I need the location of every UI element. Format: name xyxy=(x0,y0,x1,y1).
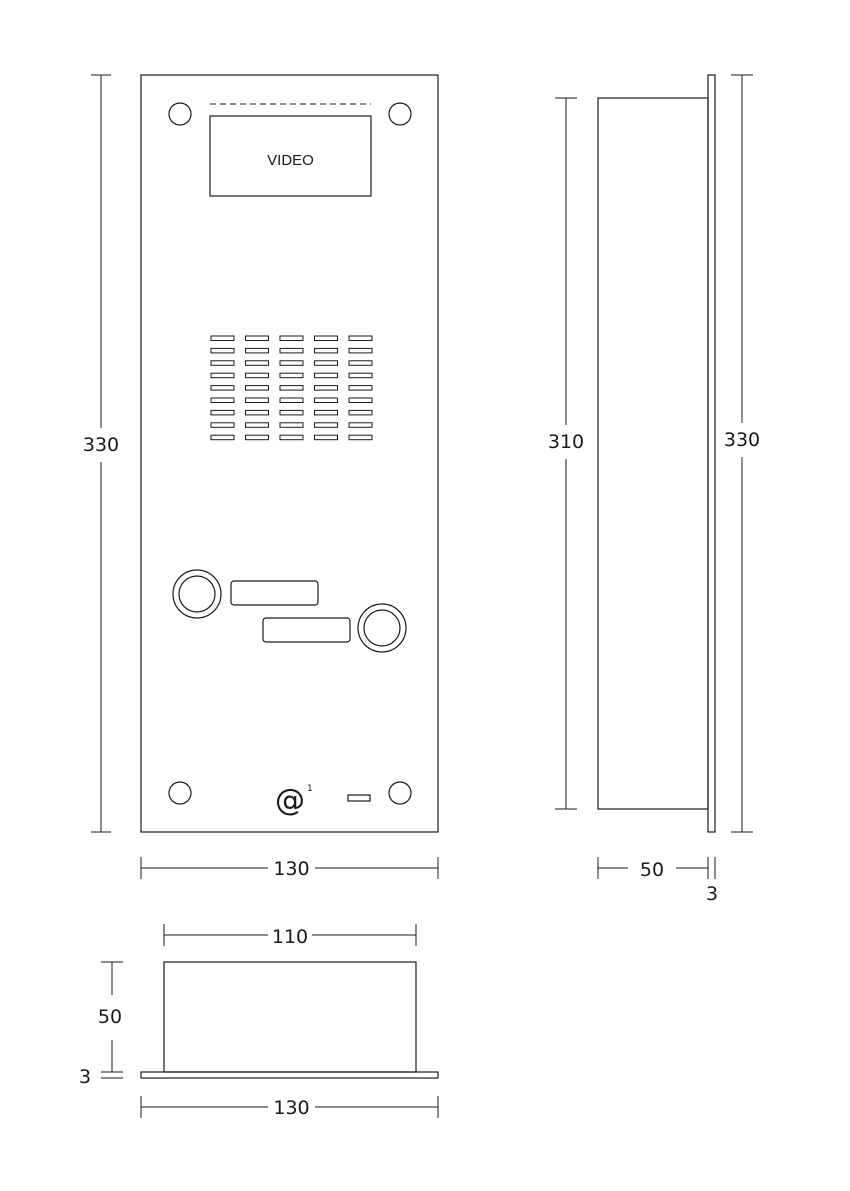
grille-slot xyxy=(279,372,304,379)
button-2-outer-ring xyxy=(357,603,407,653)
top-body-width-dimension: 110 xyxy=(163,924,417,948)
video-window xyxy=(209,115,372,197)
grille-slot xyxy=(348,335,373,341)
video-label: VIDEO xyxy=(267,152,314,169)
side-body-outline xyxy=(597,97,709,810)
grille-slot xyxy=(279,347,304,354)
call-button-1 xyxy=(172,569,319,619)
grille-slot xyxy=(245,335,269,341)
top-depth-label: 50 xyxy=(98,1006,122,1028)
side-view: 310 330 50 3 xyxy=(548,74,760,905)
grille-slot xyxy=(279,422,304,428)
grille-slot xyxy=(314,385,338,391)
grille-slot xyxy=(348,360,373,366)
grille-slot xyxy=(314,434,338,441)
top-depth-dimension: 50 3 xyxy=(79,961,123,1088)
name-plate-1 xyxy=(230,580,319,606)
screw-bottom-left xyxy=(168,781,192,805)
speaker-grille xyxy=(210,335,373,441)
grille-slot xyxy=(245,360,269,366)
grille-slot xyxy=(314,422,338,428)
front-view: VIDEO @ 1 330 xyxy=(83,74,439,880)
grille-slot xyxy=(348,397,373,403)
side-panel-outline xyxy=(707,74,716,833)
grille-slot xyxy=(245,397,269,403)
grille-slot xyxy=(245,347,269,354)
front-width-label: 130 xyxy=(273,858,309,880)
grille-slot xyxy=(314,360,338,366)
grille-slot xyxy=(314,397,338,403)
side-depth-dimension: 50 3 xyxy=(597,857,718,905)
grille-slot xyxy=(348,385,373,391)
grille-slot xyxy=(314,372,338,379)
front-panel-outline xyxy=(140,74,439,833)
grille-slot xyxy=(279,409,304,416)
button-1-outer-ring xyxy=(172,569,222,619)
grille-slot xyxy=(314,347,338,354)
grille-slot xyxy=(348,434,373,441)
grille-slot xyxy=(210,385,235,391)
microphone-slot xyxy=(347,794,371,802)
screw-bottom-right xyxy=(388,781,412,805)
front-height-dimension: 330 xyxy=(83,74,119,833)
top-body-width-label: 110 xyxy=(272,926,308,948)
top-panel-width-label: 130 xyxy=(273,1097,309,1119)
button-1-inner xyxy=(178,575,216,613)
grille-slot xyxy=(348,422,373,428)
top-panel-outline xyxy=(140,1071,439,1079)
side-panel-thickness-label: 3 xyxy=(706,883,718,905)
top-view: 110 50 3 130 xyxy=(79,924,439,1119)
grille-slot xyxy=(210,422,235,428)
top-panel-thickness-label: 3 xyxy=(79,1066,91,1088)
grille-slot xyxy=(348,372,373,379)
grille-slot xyxy=(245,372,269,379)
brand-logo: @ xyxy=(275,783,305,818)
grille-slot xyxy=(210,397,235,403)
button-2-inner xyxy=(363,609,401,647)
grille-slot xyxy=(348,409,373,416)
grille-slot xyxy=(210,360,235,366)
side-panel-height-dimension: 330 xyxy=(724,74,760,833)
side-panel-height-label: 330 xyxy=(724,429,760,451)
screw-top-left xyxy=(168,102,192,126)
grille-slot xyxy=(210,335,235,341)
grille-slot xyxy=(210,434,235,441)
grille-slot xyxy=(210,372,235,379)
grille-slot xyxy=(279,434,304,441)
grille-slot xyxy=(245,434,269,441)
top-panel-width-dimension: 130 xyxy=(140,1096,439,1119)
grille-slot xyxy=(245,385,269,391)
brand-logo-superscript: 1 xyxy=(307,784,313,794)
front-height-label: 330 xyxy=(83,434,119,456)
grille-slot xyxy=(279,360,304,366)
name-plate-2 xyxy=(262,617,351,643)
side-body-height-label: 310 xyxy=(548,431,584,453)
side-depth-label: 50 xyxy=(640,859,664,881)
call-button-2 xyxy=(262,603,407,653)
grille-slot xyxy=(210,409,235,416)
grille-slot xyxy=(245,422,269,428)
grille-slot xyxy=(279,397,304,403)
front-width-dimension: 130 xyxy=(140,857,439,880)
screw-top-right xyxy=(388,102,412,126)
grille-slot xyxy=(314,335,338,341)
top-body-outline xyxy=(163,961,417,1073)
grille-slot xyxy=(279,335,304,341)
grille-slot xyxy=(210,347,235,354)
grille-slot xyxy=(245,409,269,416)
side-body-height-dimension: 310 xyxy=(548,97,584,810)
grille-slot xyxy=(348,347,373,354)
grille-slot xyxy=(314,409,338,416)
grille-slot xyxy=(279,385,304,391)
